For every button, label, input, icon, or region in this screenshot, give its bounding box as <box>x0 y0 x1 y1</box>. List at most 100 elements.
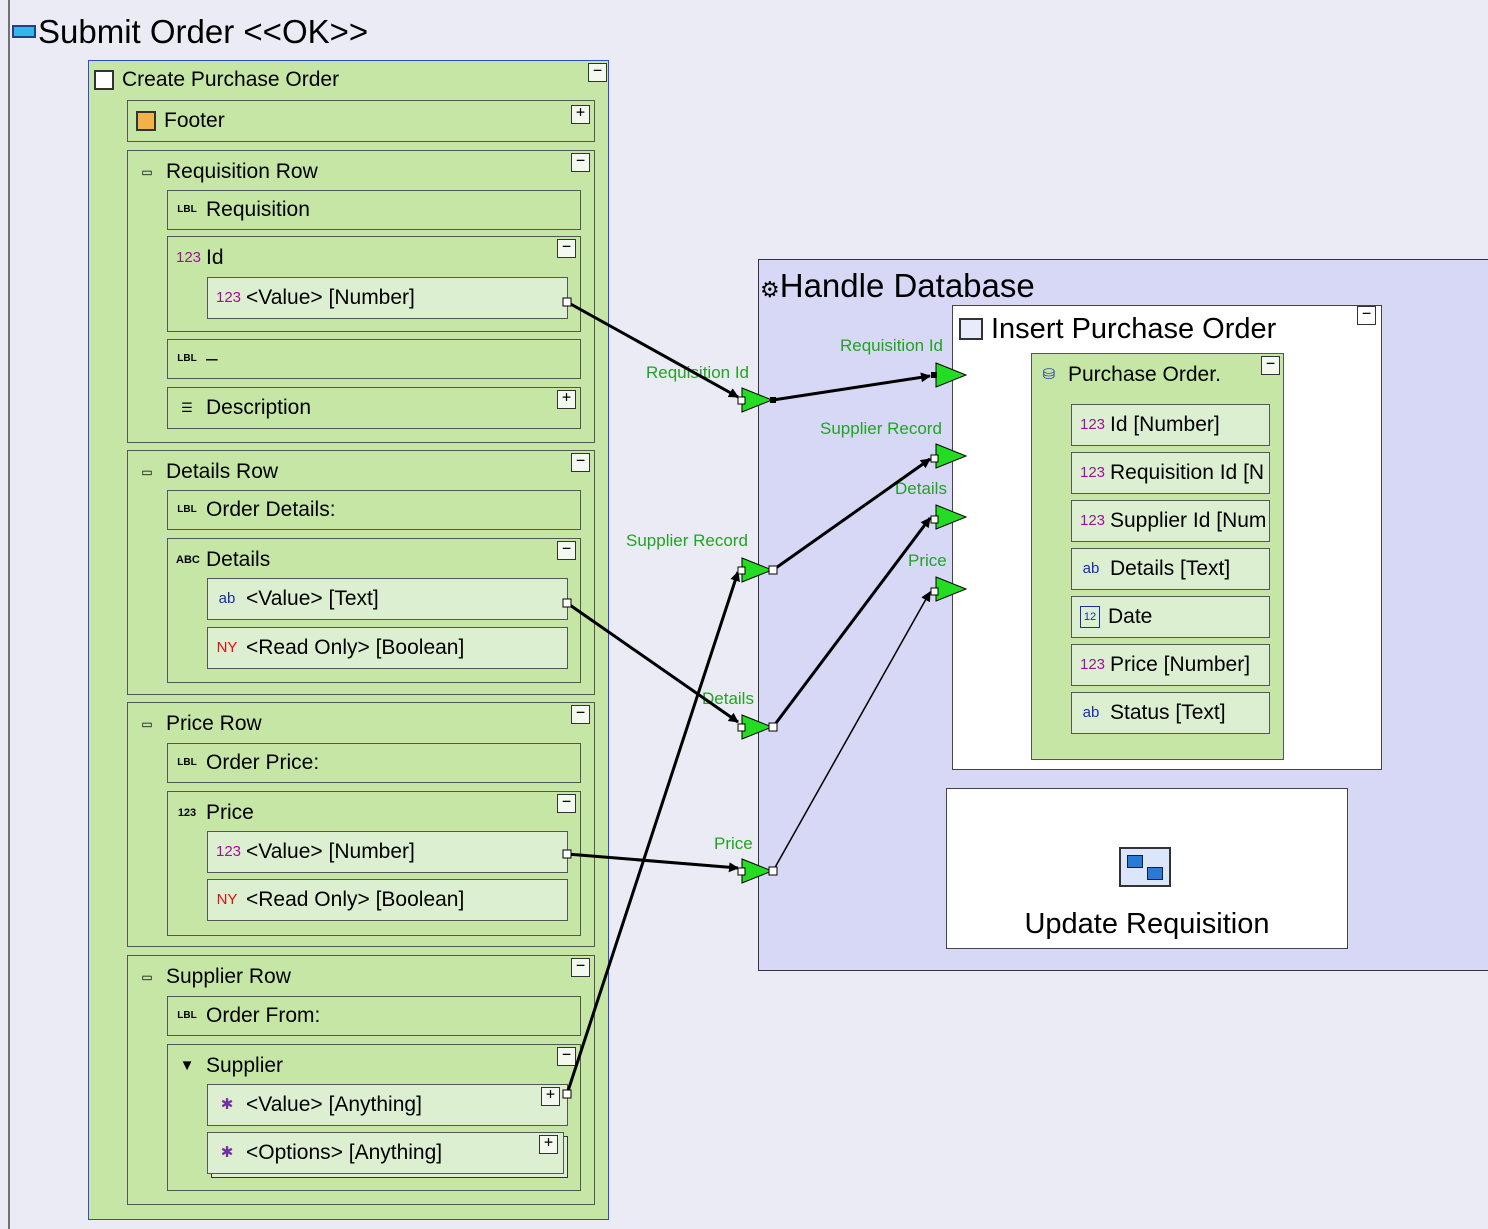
link-inner-price[interactable] <box>772 591 931 872</box>
id-value-field[interactable]: 123<Value> [Number] <box>207 277 568 319</box>
connector-handle[interactable] <box>737 723 746 732</box>
insert-port-details[interactable] <box>935 504 968 530</box>
collapse-toggle[interactable]: − <box>571 153 590 172</box>
connector-handle[interactable] <box>737 566 746 575</box>
port-supplier-record[interactable] <box>741 557 774 583</box>
connector-handle[interactable] <box>930 515 939 524</box>
number-icon: 123 <box>1080 464 1106 481</box>
date-icon: 12 <box>1080 606 1100 628</box>
canvas-left-border <box>8 0 10 1229</box>
insert-port-price[interactable] <box>935 576 968 602</box>
price-read-only-field[interactable]: NY<Read Only> [Boolean] <box>207 879 568 921</box>
connector-handle[interactable] <box>562 598 572 608</box>
insert-port-label-details: Details <box>895 479 947 498</box>
label-icon: LBL <box>177 204 197 215</box>
insert-port-label-supplier-record: Supplier Record <box>820 419 942 438</box>
text-icon: ab <box>1082 560 1100 577</box>
connector-handle[interactable] <box>930 587 939 596</box>
connector-handle[interactable] <box>737 396 746 405</box>
port-label-requisition-id: Requisition Id <box>646 363 750 382</box>
link-id-to-requisition-id[interactable] <box>566 300 739 399</box>
insert-port-label-requisition-id: Requisition Id <box>840 336 944 355</box>
multiline-text-icon: ☰ <box>181 400 193 415</box>
connector-handle[interactable] <box>768 565 778 575</box>
label-icon: LBL <box>177 504 197 515</box>
supplier-options-field[interactable]: ✱<Options> [Anything] + <box>207 1132 564 1174</box>
connector-handle[interactable] <box>770 397 776 403</box>
collapse-toggle[interactable]: − <box>571 958 590 977</box>
connector-handle[interactable] <box>768 866 778 876</box>
port-details[interactable] <box>741 714 774 740</box>
link-inner-supplier-record[interactable] <box>772 457 931 572</box>
insert-port-label-price: Price <box>908 551 947 570</box>
link-price-to-price[interactable] <box>566 852 739 873</box>
description-field[interactable]: ☰Description + <box>167 387 581 429</box>
collapse-toggle[interactable]: − <box>571 705 590 724</box>
database-icon <box>959 318 983 340</box>
connector-handle[interactable] <box>931 372 937 378</box>
collapse-toggle[interactable]: − <box>588 63 607 82</box>
collapse-toggle[interactable]: − <box>557 794 576 813</box>
collapse-toggle[interactable]: − <box>557 239 576 258</box>
text-icon: ab <box>218 590 236 607</box>
number-icon: 123 <box>216 289 242 306</box>
insert-port-supplier-record[interactable] <box>935 443 968 469</box>
row-icon: ▭ <box>141 717 153 731</box>
connector-handle[interactable] <box>562 297 572 307</box>
details-value-field[interactable]: ab<Value> [Text] <box>207 578 568 620</box>
collapse-toggle[interactable]: − <box>557 1047 576 1066</box>
collapse-icon[interactable] <box>12 25 36 38</box>
collapse-toggle[interactable]: − <box>1261 356 1280 375</box>
footer-section[interactable]: Footer + <box>127 100 595 142</box>
anything-icon: ✱ <box>220 1144 234 1161</box>
row-icon: ▭ <box>141 165 153 179</box>
number-icon: 123 <box>216 843 242 860</box>
collapse-toggle[interactable]: − <box>1357 306 1376 325</box>
collapse-toggle[interactable]: − <box>557 541 576 560</box>
expand-toggle[interactable]: + <box>541 1087 560 1106</box>
text-field-icon: ABC <box>176 554 200 566</box>
connector-handle[interactable] <box>768 722 778 732</box>
link-inner-requisition-id[interactable] <box>772 372 931 402</box>
supplier-value-field[interactable]: ✱<Value> [Anything] + <box>207 1084 568 1126</box>
port-requisition-id[interactable] <box>741 387 774 413</box>
port-price[interactable] <box>741 858 774 884</box>
expand-toggle[interactable]: + <box>557 390 576 409</box>
connector-handle[interactable] <box>930 454 939 463</box>
text-icon: ab <box>1082 704 1100 721</box>
dropdown-icon: ▼ <box>179 1057 195 1074</box>
collapse-toggle[interactable]: − <box>571 453 590 472</box>
row-icon: ▭ <box>141 465 153 479</box>
link-inner-details[interactable] <box>771 517 932 728</box>
footer-icon <box>136 111 156 131</box>
insert-port-requisition-id[interactable] <box>935 362 968 388</box>
dash-label[interactable]: LBL– <box>167 339 581 379</box>
boolean-icon: NY <box>216 639 238 656</box>
connector-handle[interactable] <box>562 1089 572 1099</box>
update-requisition[interactable]: Update Requisition <box>946 788 1348 949</box>
link-details-to-details[interactable] <box>566 601 739 724</box>
label-icon: LBL <box>177 1010 197 1021</box>
label-icon: LBL <box>177 757 197 768</box>
link-supplier-to-supplier-record[interactable] <box>565 571 740 1095</box>
price-value-field[interactable]: 123<Value> [Number] <box>207 831 568 873</box>
expand-toggle[interactable]: + <box>539 1135 558 1154</box>
label-icon: LBL <box>177 353 197 364</box>
expand-toggle[interactable]: + <box>571 105 590 124</box>
connector-handle[interactable] <box>562 849 572 859</box>
flow-icon <box>1119 847 1171 887</box>
details-read-only-field[interactable]: NY<Read Only> [Boolean] <box>207 627 568 669</box>
connector-handle[interactable] <box>737 867 746 876</box>
port-label-details: Details <box>702 689 754 708</box>
